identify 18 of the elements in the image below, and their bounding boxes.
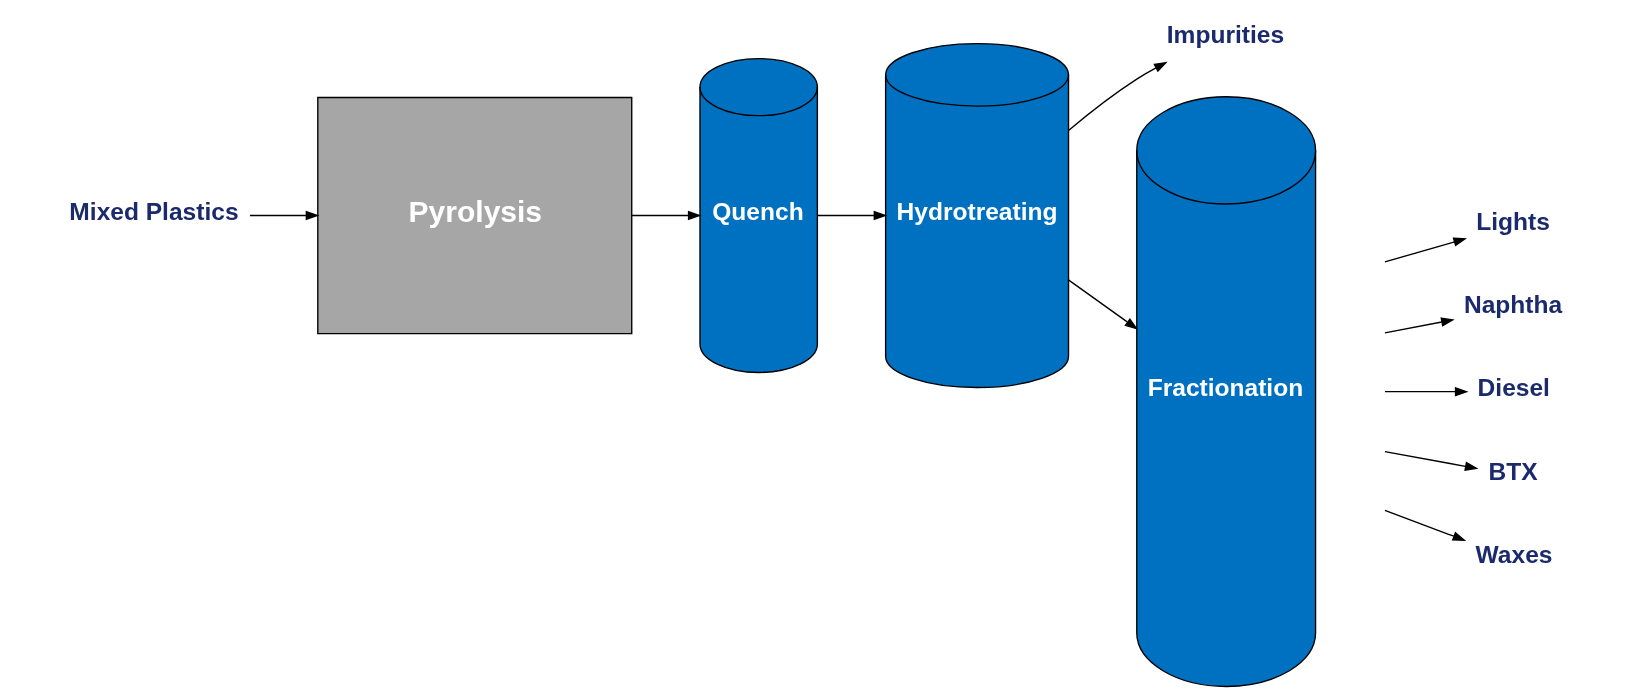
arrow bbox=[630, 210, 702, 221]
node-text: Lights bbox=[1475, 207, 1550, 235]
arrow bbox=[1067, 61, 1168, 131]
arrow bbox=[1383, 386, 1468, 397]
node-text: Mixed Plastics bbox=[68, 198, 239, 226]
arrow bbox=[1383, 237, 1467, 263]
arrow bbox=[816, 210, 887, 221]
arrow bbox=[248, 210, 319, 221]
node-text: Diesel bbox=[1477, 374, 1550, 402]
arrow bbox=[1067, 279, 1138, 330]
node-text: Impurities bbox=[1166, 20, 1284, 48]
arrow bbox=[1383, 509, 1466, 541]
arrow bbox=[1383, 451, 1479, 471]
node-text: BTX bbox=[1488, 457, 1538, 485]
node-text: Waxes bbox=[1475, 540, 1552, 568]
node-text: Naphtha bbox=[1463, 291, 1562, 319]
arrow bbox=[1383, 317, 1455, 334]
node-box: Pyrolysis bbox=[316, 96, 632, 335]
